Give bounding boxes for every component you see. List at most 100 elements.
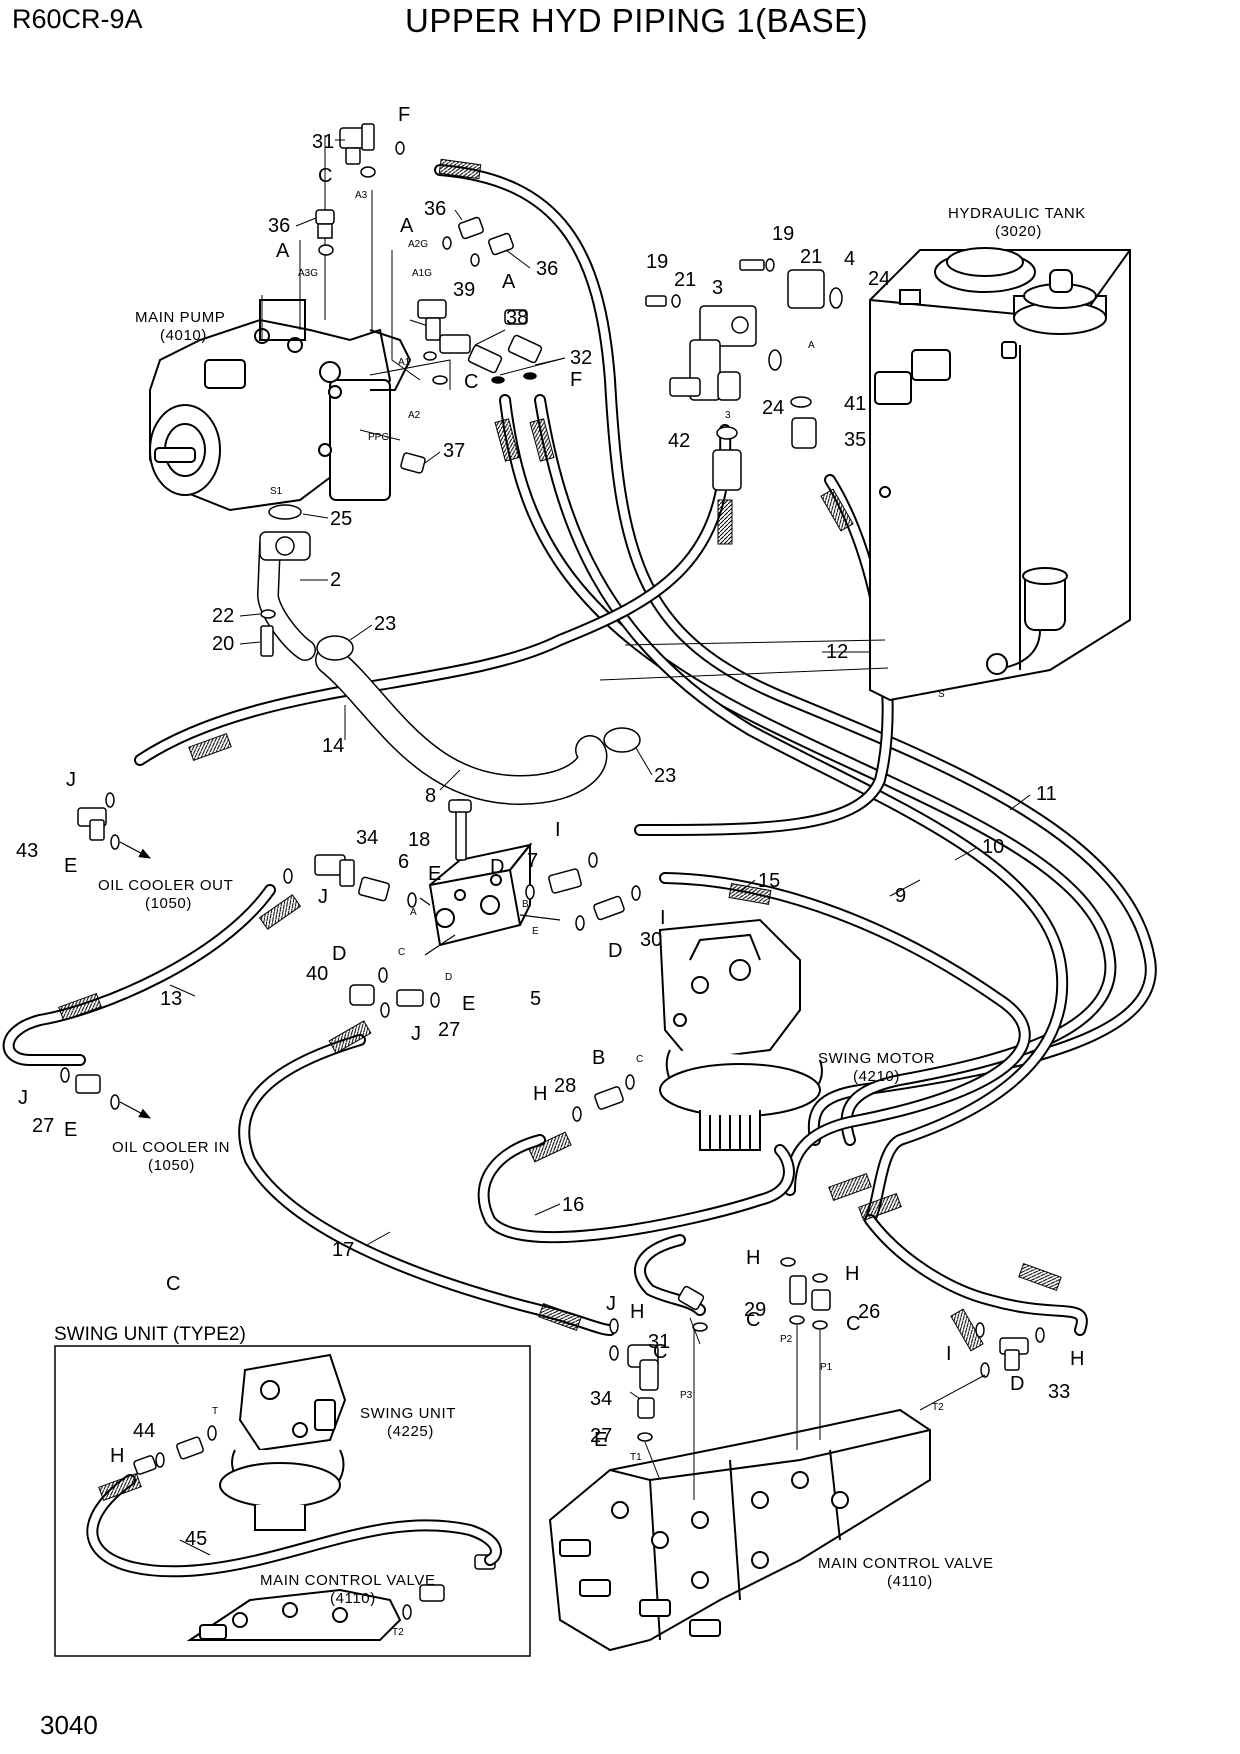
port-t1: T1 [630,1452,642,1463]
connector-7 [548,868,582,894]
letter-j-27: J [411,1023,421,1045]
o-ring-e [407,892,417,908]
o-ring-c-low [432,375,448,385]
elbow-fitting-31 [339,123,375,165]
letter-a-top: A [400,215,414,237]
letter-i-7: I [555,819,561,841]
hose-13 [2,884,276,1066]
tee-34 [314,854,355,887]
callout-21-left: 21 [674,269,696,291]
connector-27-cv [637,1397,655,1419]
port-a1: A1 [398,357,411,368]
model-number: R60CR-9A [12,4,143,34]
tank-fittings [645,258,843,449]
oil-cooler-in-label: OIL COOLER IN [112,1139,230,1156]
callout-38: 38 [506,307,528,329]
elbow-34-cv [627,1344,659,1391]
o-ring-c [360,166,376,178]
inset-mcv-label: MAIN CONTROL VALVE [260,1572,436,1589]
o-ring-24-lower [768,349,782,371]
letter-f-right: F [570,369,582,391]
callout-32: 32 [570,347,592,369]
bolt-20 [260,625,274,657]
oil-cooler-out-label: OIL COOLER OUT [98,877,233,894]
hose-sleeves [58,158,1062,1542]
main-control-valve-4110 [548,1408,931,1652]
bolt-19-right [739,259,765,271]
callout-24-upper: 24 [868,268,890,290]
o-ring-j-27 [380,1002,390,1018]
suction-pipe-2 [257,534,316,661]
hose-12 [634,474,894,836]
swing-unit-code: (4225) [387,1423,434,1440]
hydraulic-tank-label: HYDRAULIC TANK [948,205,1086,222]
clamp-23-lower [603,727,641,753]
letter-c-29: C [746,1309,760,1331]
elbow-32b [507,334,543,364]
letter-a-left: A [276,240,290,262]
o-ring-a-mid [442,236,452,250]
callout-19-left: 19 [646,251,668,273]
o-ring-e-27 [430,992,440,1008]
main-pump-4010 [149,299,412,512]
callout-29: 29 [744,1299,766,1321]
letter-h-28: H [533,1083,547,1105]
callout-22: 22 [212,605,234,627]
letter-e-43: E [64,855,77,877]
o-ring-d-40 [378,967,388,983]
letter-a-right: A [502,271,516,293]
swing-motor-fittings [572,1074,635,1122]
callout-2: 2 [330,569,341,591]
flange-4 [787,269,825,309]
bolt-19-left [645,295,667,307]
hose-16 [477,1134,795,1244]
callout-5: 5 [530,988,541,1010]
callout-34: 34 [356,827,378,849]
port-a-tank: A [808,340,815,351]
letter-h-top: H [746,1247,760,1269]
letter-c-top: C [318,165,332,187]
callout-28: 28 [554,1075,576,1097]
elbow-43 [77,807,107,841]
letter-c-pump: C [464,371,478,393]
callout-14: 14 [322,735,344,757]
port-block-a: A [410,907,417,918]
letter-c-26: C [846,1313,860,1335]
o-ring-e-cooler [110,1094,120,1110]
fitting-letters: F F C C C C C C B A A A J J J J J E E E … [18,104,1084,1467]
port-block-d: D [445,972,452,983]
connector-26 [811,1289,831,1311]
control-valve-leader-lines [644,1325,986,1500]
o-ring-inset [402,1604,412,1620]
callout-40: 40 [306,963,328,985]
port-motor-c: C [636,1054,643,1065]
filter-block-3 [669,305,757,491]
o-ring-h-inset [155,1452,165,1468]
inset-main-control-valve [186,1588,402,1641]
main-control-valve-code: (4110) [887,1573,933,1590]
hose-9 [534,394,1069,1226]
main-pump-label: MAIN PUMP [135,309,225,326]
fitting-38 [439,309,528,354]
hose-14 [134,424,732,766]
main-pump-code: (4010) [160,327,207,344]
port-3: 3 [725,410,731,421]
letter-e-cooler: E [64,1119,77,1141]
letter-h-right: H [845,1263,859,1285]
port-p3: P3 [680,1390,693,1401]
washer-21-right [765,258,775,272]
hose-11 [434,164,1157,1146]
elbow-32a [467,344,503,374]
callout-9: 9 [895,885,906,907]
callout-35: 35 [844,429,866,451]
washer-21-left [671,294,681,308]
part-callouts: 31 36 36 36 39 38 32 37 25 2 22 20 23 23… [16,131,1070,1550]
letter-d-7: D [490,856,504,878]
letter-j-cv: J [606,1293,616,1315]
callout-19-right: 19 [772,223,794,245]
connector-6 [358,876,390,902]
letter-h-33: H [1070,1348,1084,1370]
callout-36: 36 [268,215,290,237]
callout-6: 6 [398,851,409,873]
